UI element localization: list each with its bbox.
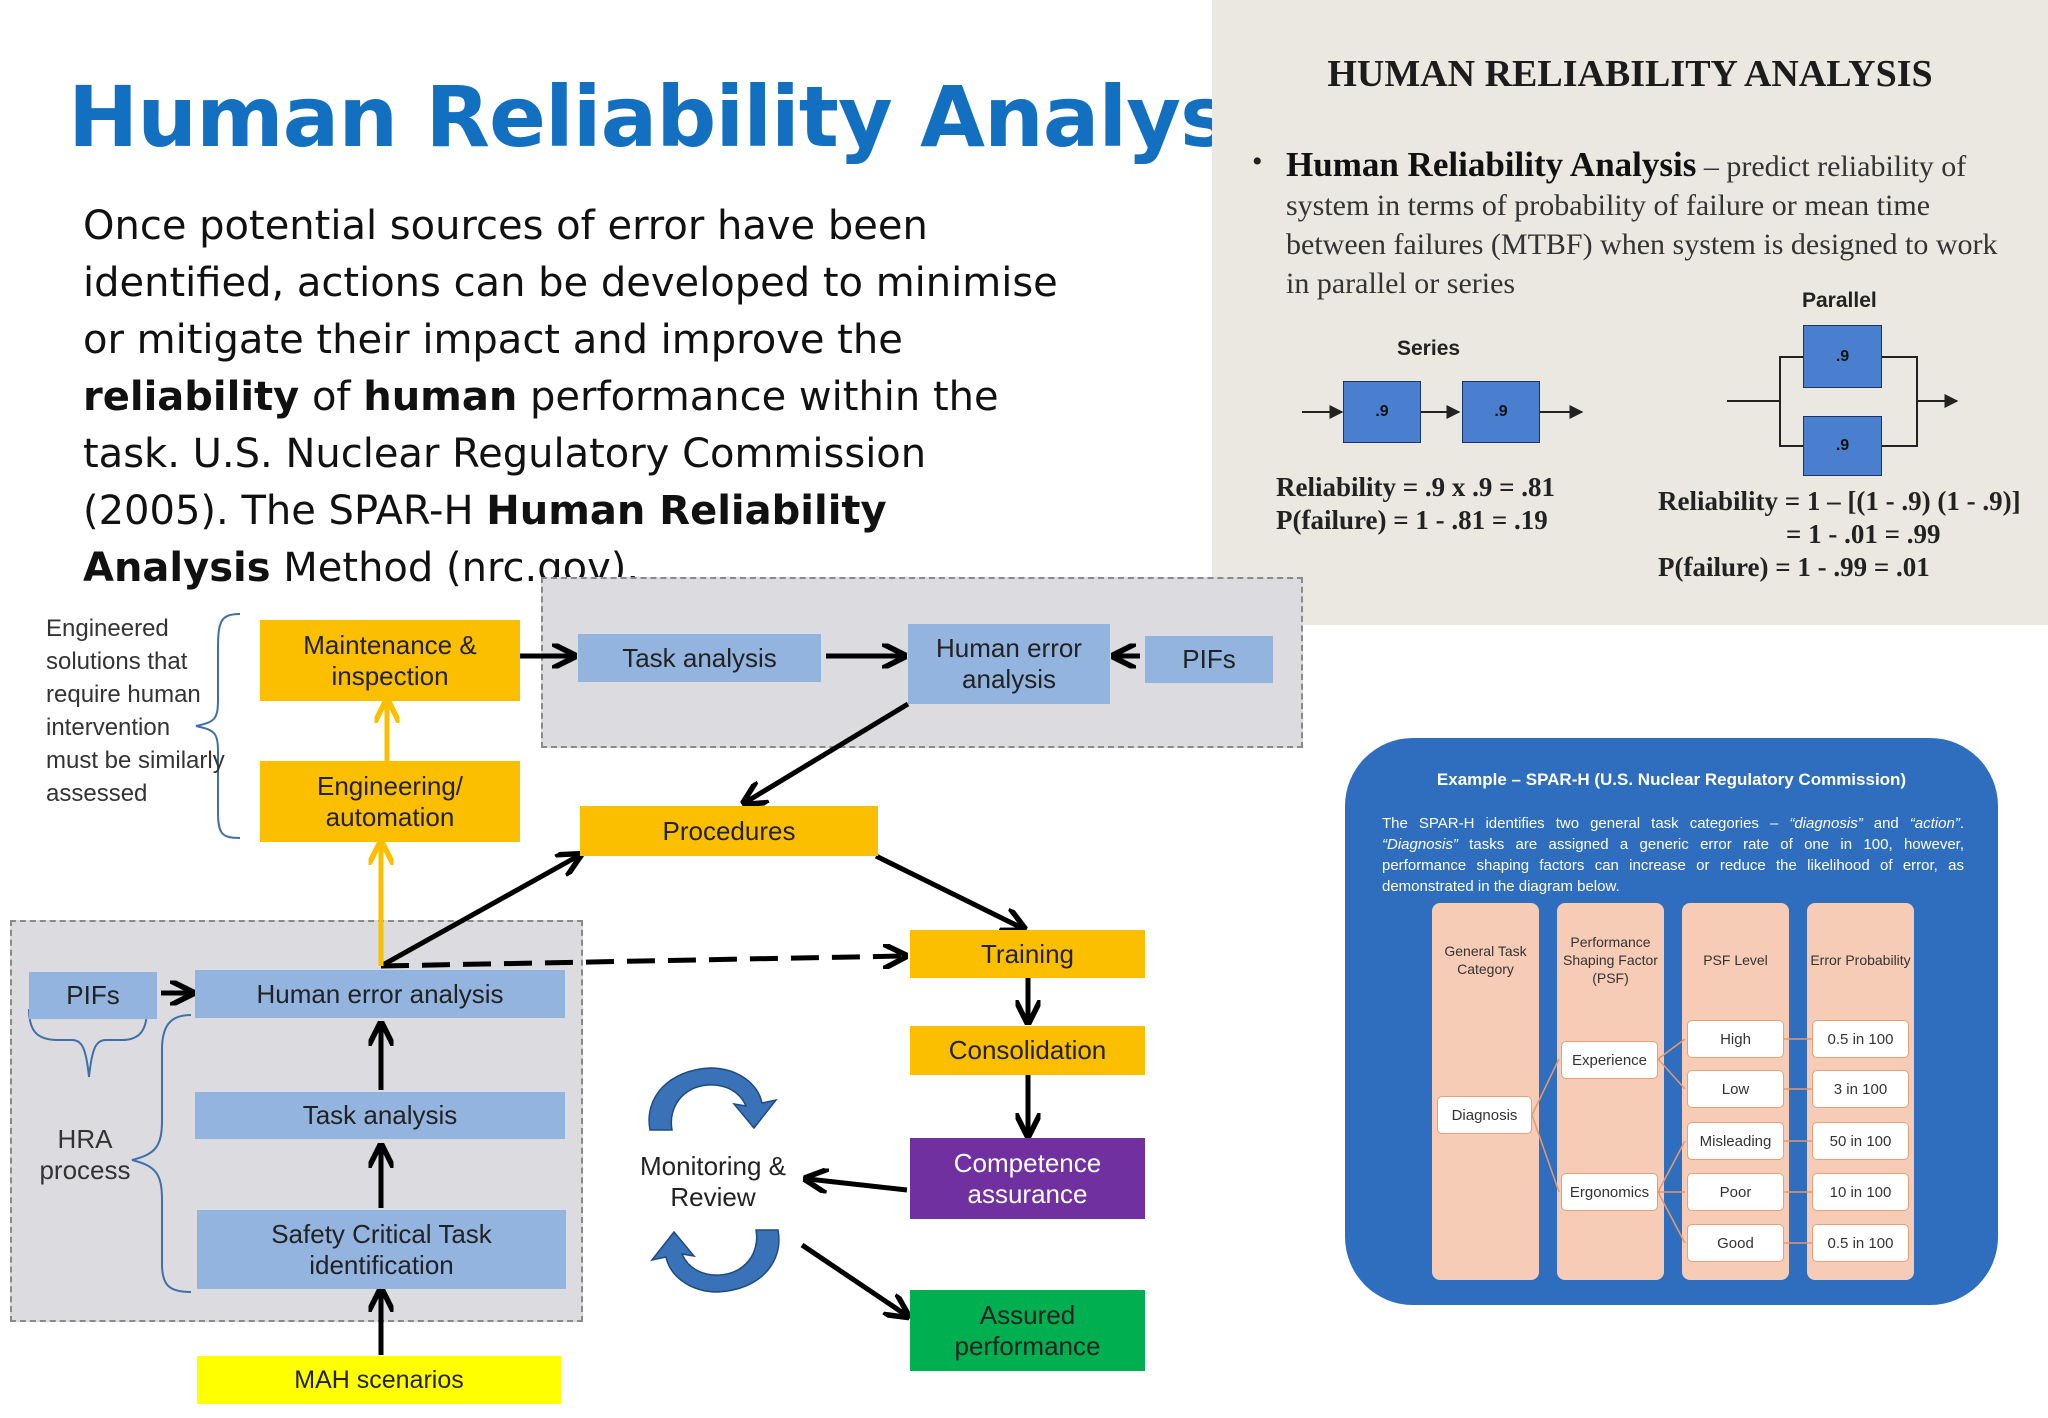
header-psf: Performance Shaping Factor (PSF)	[1563, 934, 1658, 986]
bullet-term: Human Reliability Analysis	[1286, 145, 1697, 184]
header-general-task: General Task Category	[1444, 943, 1527, 977]
spar-term-action: “action”	[1909, 815, 1960, 832]
spar-term-diagnosis: “diagnosis”	[1789, 815, 1863, 832]
column-general-task	[1432, 903, 1539, 1280]
arrow-human-error-to-procedures	[746, 701, 910, 802]
spar-term-diagnosis: “Diagnosis”	[1382, 836, 1458, 853]
level-good: Good	[1687, 1224, 1784, 1262]
spar-h-description: The SPAR-H identifies two general task c…	[1382, 813, 1964, 897]
spar-h-connectors	[1531, 1038, 1812, 1244]
task-analysis-left-box: Task analysis	[195, 1092, 565, 1139]
spar-text: The SPAR-H identifies two general task c…	[1382, 815, 1790, 832]
column-psf	[1557, 903, 1664, 1280]
mah-scenarios-box: MAH scenarios	[197, 1356, 561, 1404]
series-block-1: .9	[1343, 381, 1421, 443]
monitoring-cycle-icon	[648, 1067, 780, 1293]
reliability-panel-title: HUMAN RELIABILITY ANALYSIS	[1327, 53, 1933, 95]
engineered-solutions-note: Engineered solutions that require human …	[46, 615, 225, 807]
arrow-hra-to-procedures	[379, 856, 578, 969]
reliability-block-diagram	[1302, 356, 1959, 447]
intro-text: Once potential sources of error have bee…	[83, 203, 1058, 363]
connector-ergonomics-good	[1657, 1191, 1686, 1244]
intro-bold-hra: Human Reliability Analysis	[83, 488, 887, 591]
engineering-automation-box: Engineering/ automation	[260, 761, 520, 842]
connector-ergonomics-misleading	[1657, 1140, 1686, 1193]
parallel-block-1: .9	[1803, 325, 1882, 388]
level-misleading: Misleading	[1687, 1122, 1784, 1160]
intro-text: of	[299, 374, 364, 420]
spar-text: and	[1862, 815, 1910, 832]
monitoring-review-label: Monitoring & Review	[640, 1151, 786, 1212]
series-failure: P(failure) = 1 - .81 = .19	[1276, 505, 1548, 535]
connector-experience-high	[1657, 1038, 1686, 1060]
flow-arrows	[28, 613, 1140, 1355]
spar-text: .	[1959, 815, 1964, 832]
arrow-monitoring-to-assured	[800, 1242, 906, 1315]
task-analysis-top-box: Task analysis	[578, 634, 821, 682]
category-diagnosis: Diagnosis	[1437, 1096, 1532, 1134]
bullet-description: – predict reliability of system in terms…	[1286, 150, 1998, 300]
reliability-panel	[1212, 0, 2048, 625]
page-title: Human Reliability Analysis	[68, 68, 1307, 166]
connector-diagnosis-experience	[1531, 1058, 1560, 1116]
probability-misleading: 50 in 100	[1812, 1122, 1909, 1160]
human-error-analysis-top-box: Human error analysis	[908, 624, 1110, 704]
psf-ergonomics: Ergonomics	[1561, 1173, 1658, 1211]
level-poor: Poor	[1687, 1173, 1784, 1211]
reliability-bullet-text: Human Reliability Analysis – predict rel…	[1286, 145, 2016, 303]
intro-bold-reliability: reliability	[83, 374, 300, 420]
cycle-arrow-bottom-icon	[650, 1229, 780, 1293]
competence-assurance-box: Competence assurance	[910, 1138, 1145, 1219]
intro-bold-human: human	[363, 374, 518, 420]
consolidation-box: Consolidation	[910, 1026, 1145, 1075]
intro-text: performance within the task. U.S. Nuclea…	[83, 374, 999, 534]
probability-good: 0.5 in 100	[1812, 1224, 1909, 1262]
header-psf-level: PSF Level	[1703, 952, 1768, 968]
parallel-reliability-result: = 1 - .01 = .99	[1786, 519, 1941, 549]
level-high: High	[1687, 1020, 1784, 1058]
series-label: Series	[1397, 337, 1461, 360]
human-error-analysis-left-box: Human error analysis	[195, 970, 565, 1018]
arrow-competence-to-monitoring	[808, 1179, 908, 1190]
pifs-left-box: PIFs	[29, 972, 157, 1019]
header-error-probability: Error Probability	[1810, 952, 1911, 968]
parallel-label: Parallel	[1802, 289, 1877, 312]
training-box: Training	[910, 930, 1145, 978]
parallel-block-2: .9	[1803, 416, 1882, 476]
parallel-split-line	[1779, 356, 1803, 447]
spar-h-title: Example – SPAR-H (U.S. Nuclear Regulator…	[1436, 770, 1907, 789]
safety-critical-task-box: Safety Critical Task identification	[197, 1210, 566, 1289]
parallel-reliability: Reliability = 1 – [(1 - .9) (1 - .9)]	[1658, 486, 2021, 516]
cycle-arrow-top-icon	[648, 1067, 778, 1131]
probability-poor: 10 in 100	[1812, 1173, 1909, 1211]
hra-process-bracket	[131, 1014, 192, 1293]
psf-experience: Experience	[1561, 1041, 1658, 1079]
bullet-icon: •	[1252, 145, 1263, 178]
pifs-bracket	[28, 1008, 148, 1078]
arrow-procedures-to-training	[874, 853, 1022, 928]
series-reliability: Reliability = .9 x .9 = .81	[1276, 472, 1556, 502]
probability-low: 3 in 100	[1812, 1070, 1909, 1108]
series-block-2: .9	[1462, 381, 1540, 443]
parallel-join-line	[1882, 356, 1918, 447]
probability-high: 0.5 in 100	[1812, 1020, 1909, 1058]
procedures-box: Procedures	[580, 806, 878, 856]
engineered-bracket	[195, 613, 241, 839]
connector-diagnosis-ergonomics	[1531, 1114, 1560, 1193]
connector-experience-low	[1657, 1058, 1686, 1090]
assured-performance-box: Assured performance	[910, 1290, 1145, 1371]
arrow-hra-to-training	[380, 956, 903, 966]
maintenance-inspection-box: Maintenance & inspection	[260, 620, 520, 701]
parallel-failure: P(failure) = 1 - .99 = .01	[1658, 552, 1930, 582]
spar-text: tasks are assigned a generic error rate …	[1382, 836, 1964, 895]
pifs-top-box: PIFs	[1145, 636, 1273, 683]
level-low: Low	[1687, 1070, 1784, 1108]
hra-process-label: HRA process	[39, 1124, 131, 1185]
